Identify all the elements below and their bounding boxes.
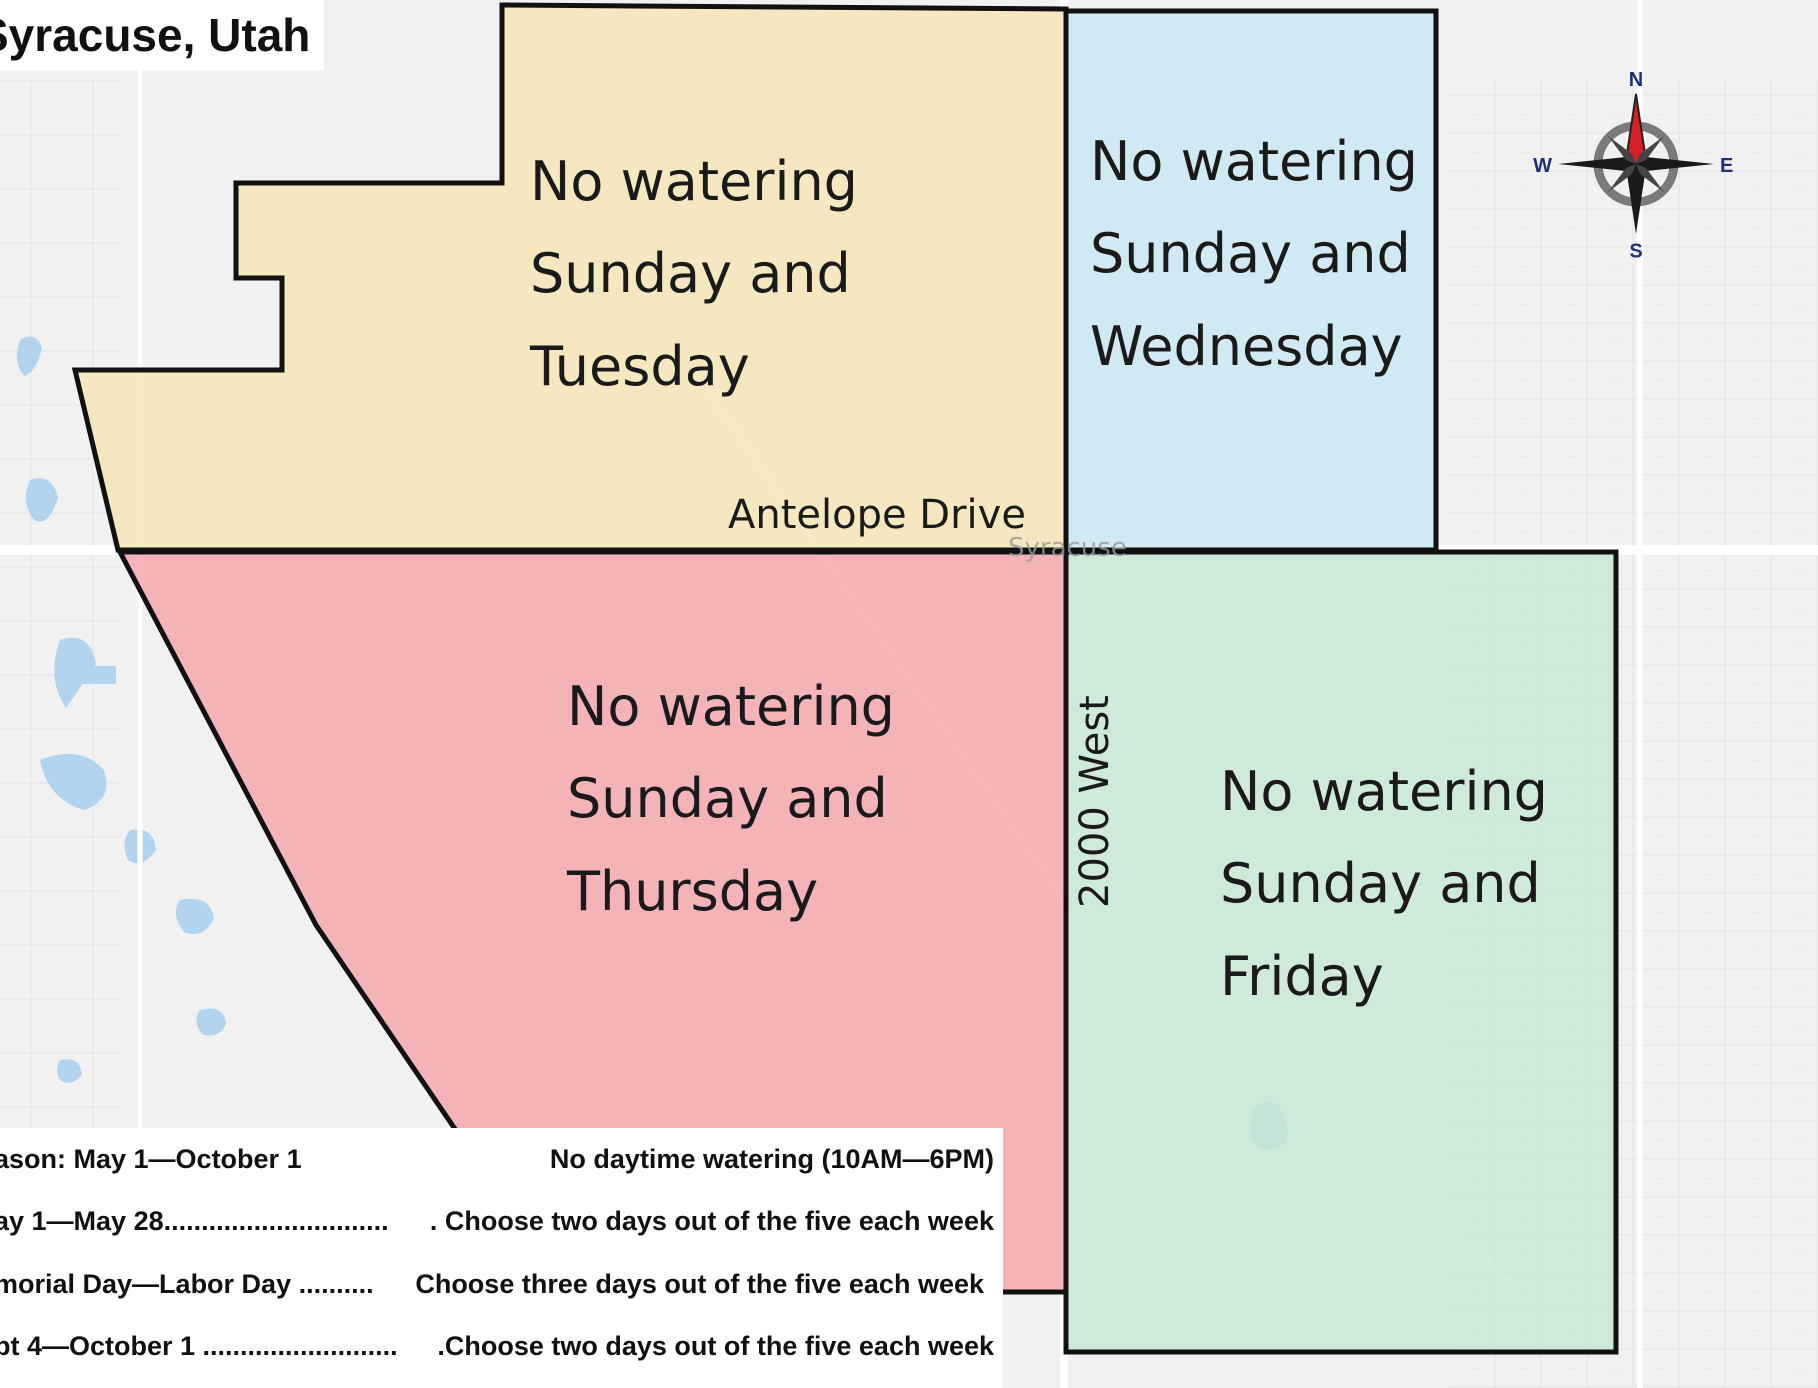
legend-row-period: ay 1—May 28.............................… [0,1206,389,1236]
legend-row-period: ason: May 1—October 1 [0,1144,302,1174]
compass-north: N [1629,69,1643,91]
compass-west: W [1533,155,1552,177]
zone-thursday-label-line: Sunday and [567,767,888,830]
compass-rose-icon: N S W E [1533,69,1733,263]
legend-row: ason: May 1—October 1 No daytime waterin… [0,1144,1000,1184]
street-grid-west [0,80,120,1130]
zone-wednesday-label-line: Sunday and [1090,222,1411,285]
legend-row-rule: . Choose two days out of the five each w… [429,1206,994,1236]
compass-south: S [1629,241,1642,263]
zone-tuesday-label-line: No watering [530,150,858,213]
base-map-city-label: Syracuse [1008,533,1127,563]
legend-row: morial Day—Labor Day .......... Choose t… [0,1269,1000,1309]
legend-row: pt 4—October 1 .........................… [0,1331,1000,1371]
zone-friday-label-line: Friday [1220,945,1384,1008]
zone-tuesday-label-line: Sunday and [530,242,851,305]
legend-row: ay 1—May 28.............................… [0,1206,1000,1246]
legend-row-period: pt 4—October 1 .........................… [0,1331,398,1361]
watering-schedule-legend: ason: May 1—October 1 No daytime waterin… [0,1128,1003,1388]
legend-row-period: morial Day—Labor Day .......... [0,1269,374,1299]
legend-row-rule: .Choose two days out of the five each we… [437,1331,994,1361]
zone-friday [1063,549,1619,1355]
road-label-2000-west: 2000 West [1072,695,1118,908]
road-label-antelope-drive: Antelope Drive [728,492,1026,538]
legend-row-rule: Choose three days out of the five each w… [415,1269,984,1299]
zone-thursday-label-line: No watering [567,675,895,738]
map-title: Syracuse, Utah [0,9,311,61]
zone-tuesday-label-line: Tuesday [529,335,750,398]
zone-friday-label-line: No watering [1220,760,1548,823]
legend-row-rule: No daytime watering (10AM—6PM) [549,1144,994,1174]
zone-wednesday-label-line: Wednesday [1090,315,1403,378]
compass-east: E [1720,155,1733,177]
zone-friday-label-line: Sunday and [1220,852,1541,915]
map-title-box: Syracuse, Utah [0,0,325,70]
zone-wednesday-label-line: No watering [1090,130,1418,193]
zone-thursday-label-line: Thursday [566,860,818,923]
